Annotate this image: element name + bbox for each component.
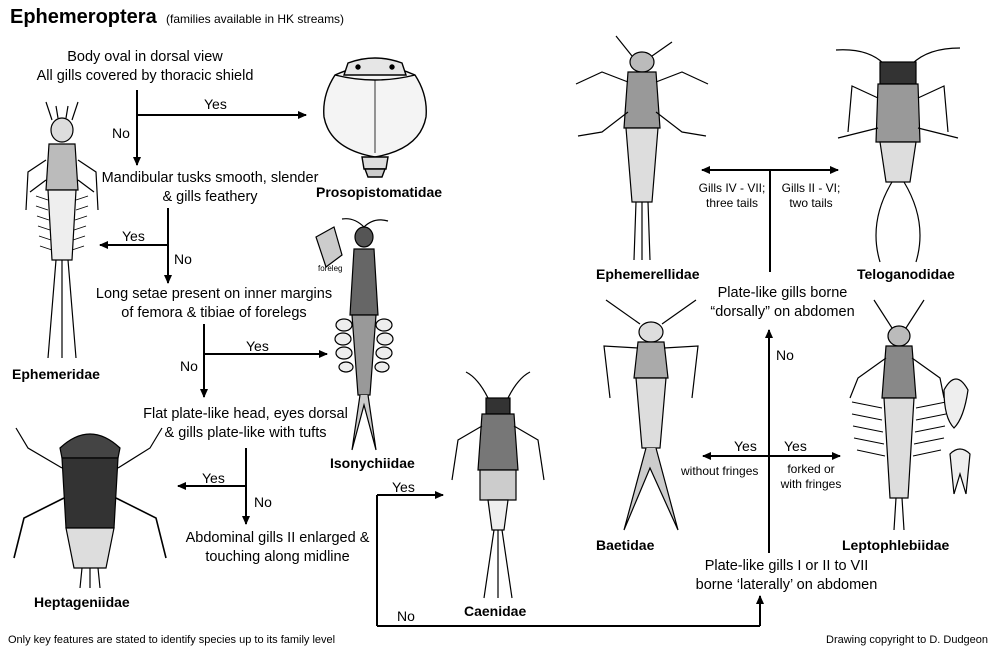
label-yes-6b: Yes — [784, 438, 807, 454]
label-yes-2: Yes — [122, 228, 145, 244]
question-7: Plate-like gills borne “dorsally” on abd… — [710, 285, 855, 320]
family-heptageniidae: Heptageniidae — [34, 594, 130, 610]
isonychiidae-drawing — [315, 218, 394, 451]
question-3: Long setae present on inner margins of f… — [95, 286, 333, 321]
label-yes-1: Yes — [204, 96, 227, 112]
label-no-3: No — [180, 358, 198, 374]
teloganodidae-drawing — [835, 47, 961, 263]
question-5: Abdominal gills II enlarged & touching a… — [185, 530, 370, 565]
family-baetidae: Baetidae — [596, 537, 655, 553]
family-leptophlebiidae: Leptophlebiidae — [842, 537, 950, 553]
label-no-2: No — [174, 251, 192, 267]
label-yes-6a: Yes — [734, 438, 757, 454]
label-no-6: No — [776, 347, 794, 363]
family-ephemeridae: Ephemeridae — [12, 366, 100, 382]
label-no-1: No — [112, 125, 130, 141]
family-prosopistomatidae: Prosopistomatidae — [316, 184, 443, 200]
ephemerellidae-drawing — [575, 35, 709, 261]
prosopistomatidae-drawing — [323, 57, 427, 178]
label-no-4: No — [254, 494, 272, 510]
label-foreleg: foreleg — [318, 264, 343, 273]
label-without-fringes: without fringes — [681, 464, 759, 478]
family-teloganodidae: Teloganodidae — [857, 266, 955, 282]
label-no-5: No — [397, 608, 415, 624]
question-4: Flat plate-like head, eyes dorsal & gill… — [143, 406, 348, 441]
caenidae-drawing — [451, 371, 545, 599]
footer-copyright: Drawing copyright to D. Dudgeon — [826, 634, 989, 646]
page-subtitle: (families available in HK streams) — [166, 12, 345, 26]
family-caenidae: Caenidae — [464, 603, 527, 619]
label-yes-4: Yes — [202, 470, 225, 486]
page-title: Ephemeroptera — [10, 6, 157, 28]
leptophlebiidae-drawing — [849, 299, 971, 531]
baetidae-drawing — [603, 299, 699, 531]
family-ephemerellidae: Ephemerellidae — [596, 266, 700, 282]
heptageniidae-drawing — [13, 427, 167, 589]
family-isonychiidae: Isonychiidae — [330, 455, 415, 471]
label-yes-5: Yes — [392, 479, 415, 495]
label-forked-fringes: forked or with fringes — [780, 462, 842, 491]
question-2: Mandibular tusks smooth, slender & gills… — [101, 170, 319, 205]
question-1: Body oval in dorsal view All gills cover… — [36, 49, 254, 84]
label-gills-ii-vi: Gills II - VI; two tails — [781, 181, 841, 210]
label-yes-3: Yes — [246, 338, 269, 354]
question-6: Plate-like gills I or II to VII borne ‘l… — [695, 558, 878, 593]
ephemeridae-drawing — [25, 101, 99, 359]
footer-note: Only key features are stated to identify… — [8, 634, 336, 646]
label-gills-iv-vii: Gills IV - VII; three tails — [698, 181, 766, 210]
